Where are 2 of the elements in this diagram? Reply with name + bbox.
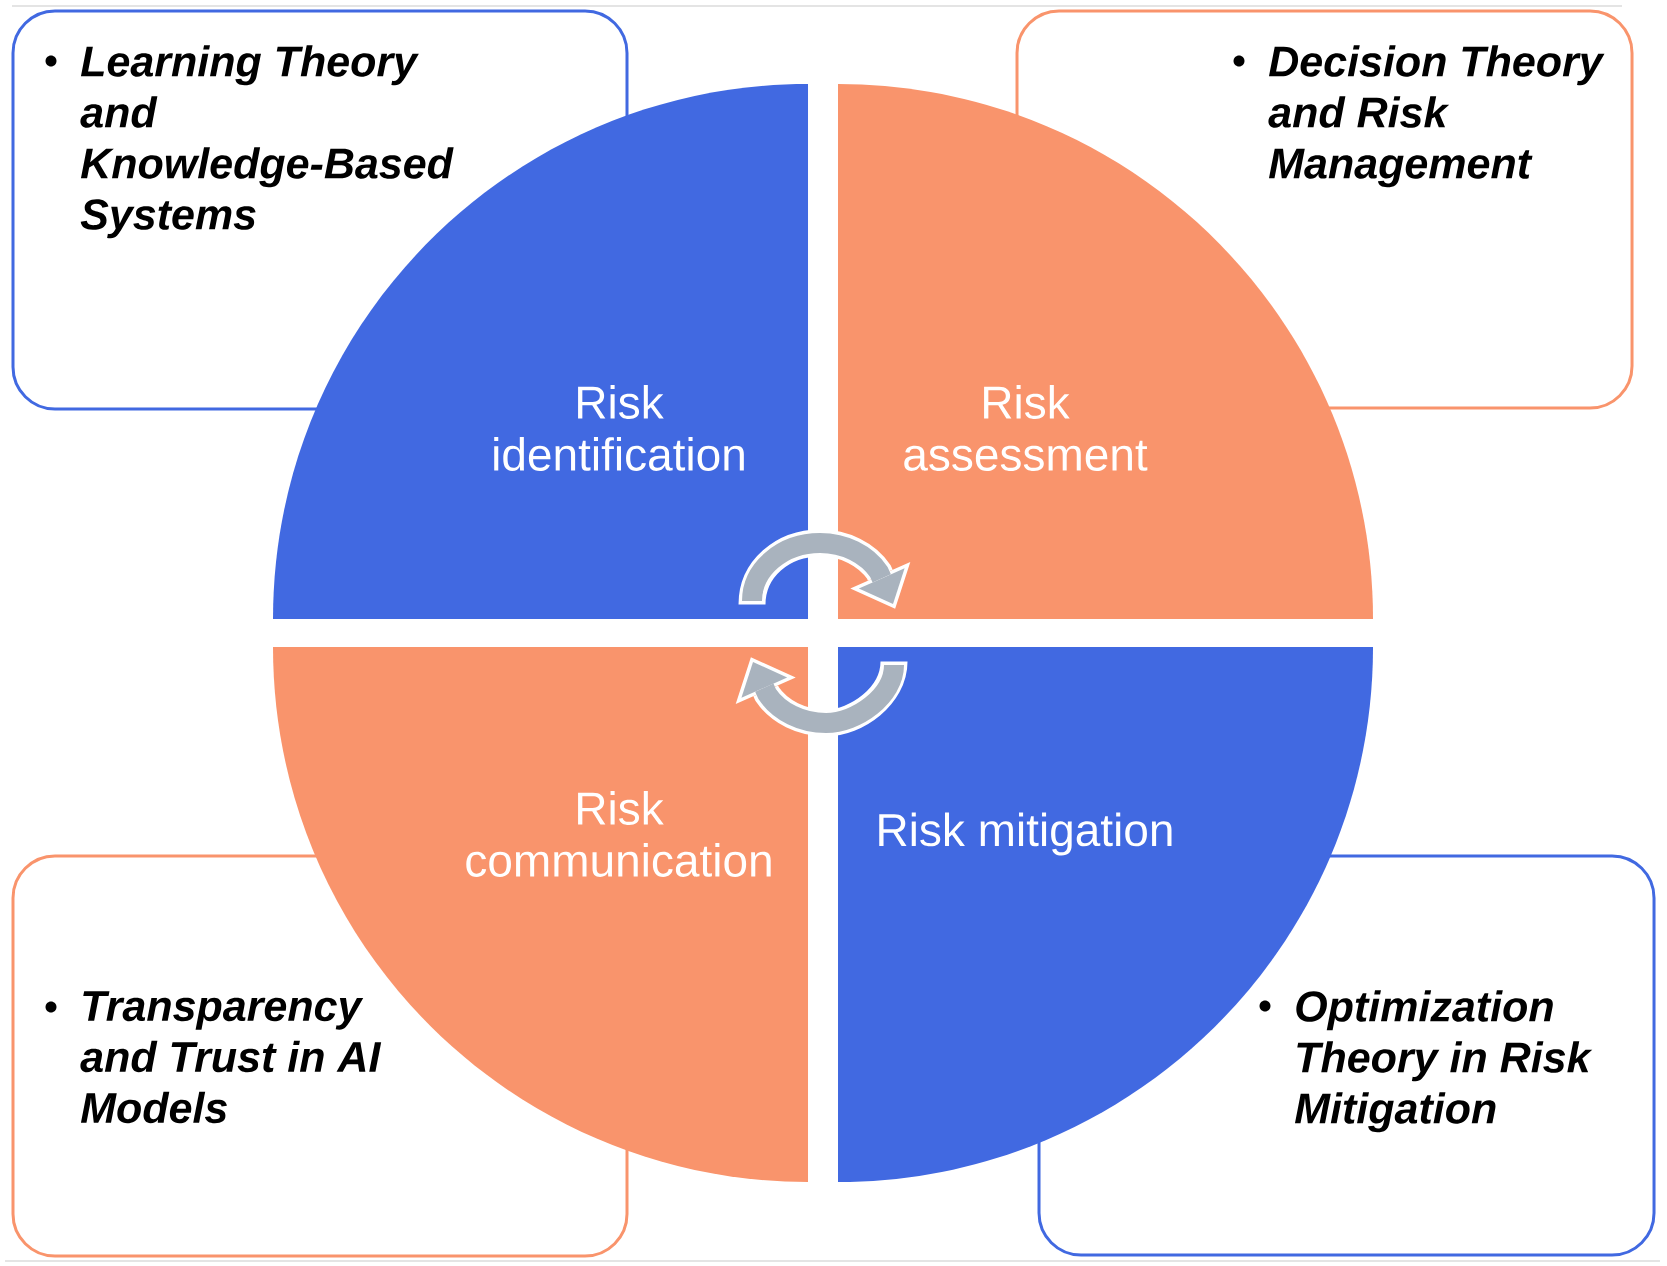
curved-arrow [735, 657, 908, 737]
curved-arrow [738, 529, 911, 609]
